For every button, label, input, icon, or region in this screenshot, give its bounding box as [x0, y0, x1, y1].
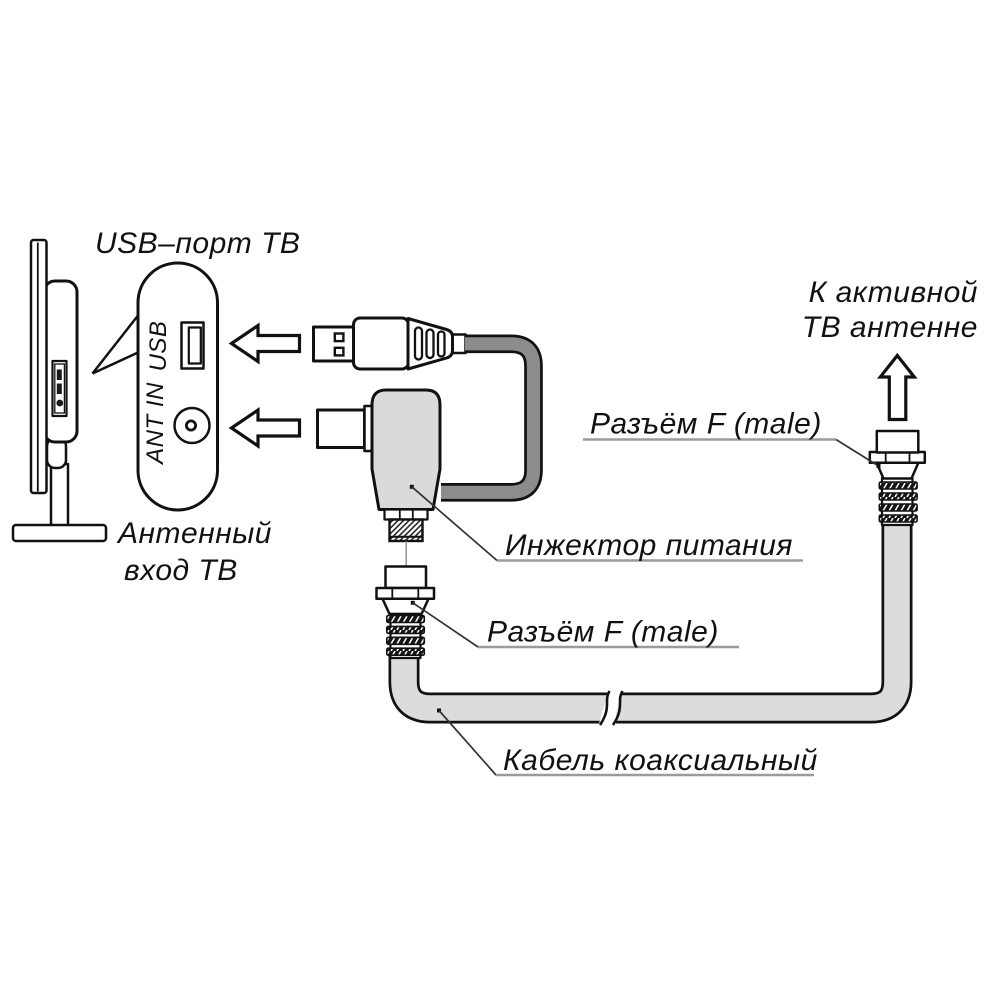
cable-break-edge — [611, 690, 624, 726]
label-f-connector-middle: Разъём F (male) — [487, 616, 719, 649]
f-connector-nut-top — [384, 565, 428, 590]
cable-break-edge — [598, 690, 611, 726]
tv-stand-base — [11, 523, 108, 543]
insert-arrow-usb-icon — [228, 322, 302, 365]
label-f-connector-right: Разъём F (male) — [590, 408, 822, 441]
usb-plug-grip-slot — [425, 328, 435, 360]
port-zoom-callout: USB ANT IN — [91, 261, 219, 512]
tv-usb-port-slot — [56, 369, 62, 380]
label-injector: Инжектор питания — [505, 529, 793, 562]
crimp-rib — [385, 614, 426, 624]
f-connector-right — [868, 429, 927, 527]
injector-body — [370, 388, 442, 511]
coax-cable-right — [616, 523, 910, 721]
label-to-antenna-line1: К активной — [809, 276, 978, 309]
usb-receptacle-tongue — [187, 326, 202, 365]
to-antenna-arrow-icon — [876, 352, 918, 422]
ant-coax-socket-pin — [184, 419, 197, 432]
callout-tail-line — [91, 314, 139, 375]
usb-cable-outline — [441, 334, 543, 502]
f-connector-hex — [375, 586, 436, 601]
usb-port-label: USB — [145, 321, 172, 372]
usb-plug-body — [352, 316, 410, 371]
callout-tail-line — [91, 351, 139, 375]
crimp-rib — [878, 481, 918, 490]
injector-iec-plug — [316, 408, 366, 449]
tv-ant-socket-dot — [56, 399, 64, 407]
leader-line-f-right — [835, 438, 879, 467]
f-connector-nut-top — [875, 429, 920, 454]
usb-plug-assembly — [312, 316, 543, 502]
usb-plug-grip-slot — [436, 330, 446, 358]
leader-line-f-middle — [412, 602, 479, 648]
label-antenna-input-line1: Антенный — [116, 517, 272, 550]
tv-side-view — [11, 238, 108, 543]
tv-usb-port-slot — [56, 383, 62, 394]
usb-plug-neck — [450, 333, 467, 355]
tv-port-panel — [51, 359, 68, 418]
label-antenna-input-line2: вход ТВ — [124, 554, 238, 587]
crimp-rib — [878, 503, 918, 512]
coax-cable-left — [391, 653, 610, 721]
tv-stand-neck — [49, 462, 70, 529]
usb-plug-contact-hole — [333, 332, 345, 343]
coax-cable — [388, 523, 913, 727]
crimp-rib — [385, 625, 426, 635]
label-coax-cable: Кабель коаксиальный — [503, 744, 818, 777]
usb-plug-grip-slot — [413, 326, 424, 361]
f-connector-middle — [375, 565, 436, 660]
label-to-antenna-line2: ТВ антенне — [802, 311, 978, 344]
usb-cable — [441, 337, 541, 499]
tv-port-panel-inner — [54, 363, 66, 414]
leader-line-injector — [411, 486, 498, 562]
callout-leaders — [409, 438, 881, 777]
ant-in-port-label: ANT IN — [142, 382, 169, 466]
leader-marker-f-right — [876, 464, 881, 468]
crimp-rib — [385, 647, 426, 657]
crimp-rib — [878, 492, 918, 501]
insert-arrow-ant-icon — [228, 406, 302, 450]
f-connector-taper — [875, 461, 920, 480]
leader-line-coax — [438, 709, 497, 776]
usb-plug-contact-hole — [333, 346, 345, 357]
power-injector — [316, 388, 442, 567]
f-connector-taper — [381, 597, 430, 616]
crimp-rib — [385, 636, 426, 646]
label-usb-port-tv: USB–порт ТВ — [95, 227, 300, 260]
injector-collar — [383, 508, 429, 521]
tv-screen-panel — [29, 238, 48, 495]
crimp-rib — [878, 514, 918, 523]
